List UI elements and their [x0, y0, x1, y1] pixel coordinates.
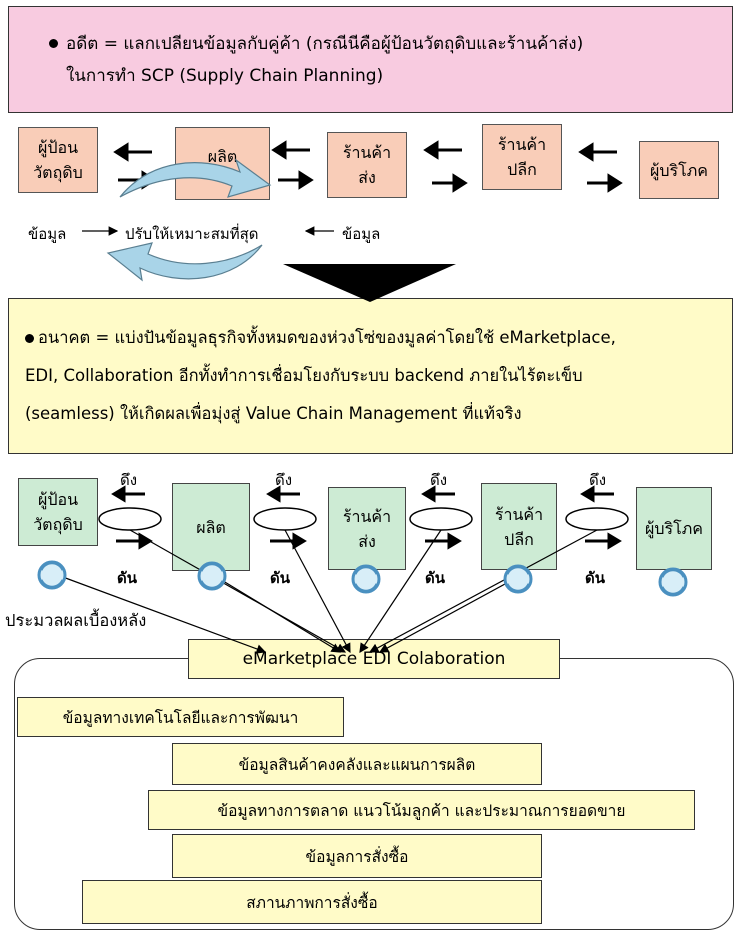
refresh-icon	[351, 564, 381, 594]
cycle-arrow-icon	[119, 158, 272, 198]
arrow-left-icon	[578, 142, 617, 162]
refresh-icon	[197, 561, 227, 591]
pull-label: ดึง	[430, 471, 448, 489]
future-banner-line3: (seamless) ให้เกิดผลเพื่อมุ่งสู่ Value C…	[25, 404, 522, 423]
platform-connectors	[51, 529, 598, 654]
past-node-wholesale: ร้านค้าส่ง	[327, 132, 407, 198]
big-down-arrow-icon	[283, 264, 456, 302]
pull-label: ดึง	[589, 471, 607, 489]
push-label: ดัน	[270, 569, 290, 587]
refresh-icon	[37, 560, 67, 590]
future-node-production: ผลิต	[172, 483, 250, 571]
arrow-right-icon	[585, 532, 622, 550]
past-node-supplier: ผู้ป้อนวัตถุดิบ	[18, 127, 98, 193]
arrow-left-icon	[580, 485, 614, 503]
node-label: ปลีก	[507, 160, 537, 179]
arrow-left-icon	[111, 485, 145, 503]
arrow-right-icon	[116, 532, 153, 550]
push-label: ดัน	[425, 569, 445, 587]
future-banner: อนาคต = แบ่งปันข้อมูลธุรกิจทั้งหมดของห่ว…	[8, 298, 733, 454]
exchange-hub	[98, 507, 162, 531]
future-banner-line1: อนาคต = แบ่งปันข้อมูลธุรกิจทั้งหมดของห่ว…	[25, 319, 722, 357]
past-data-label-left: ข้อมูล	[28, 225, 67, 243]
backend-processing-label: ประมวลผลเบื้องหลัง	[5, 611, 147, 630]
refresh-icon	[503, 564, 533, 594]
arrow-right-icon	[270, 532, 307, 550]
arrow-right-icon	[432, 173, 468, 193]
arrow-right-icon	[278, 170, 314, 190]
bullet-icon	[25, 334, 34, 343]
past-data-label-right: ข้อมูล	[342, 225, 381, 243]
node-label: ร้านค้า	[497, 135, 547, 154]
pull-label: ดึง	[120, 471, 138, 489]
node-label: ร้านค้า	[342, 143, 392, 162]
layer-marketing: ข้อมูลทางการตลาด แนวโน้มลูกค้า และประมาณ…	[148, 790, 695, 830]
arrow-left-icon	[113, 142, 152, 162]
past-node-retail: ร้านค้าปลีก	[482, 124, 562, 190]
backend-cycle-icons	[37, 560, 688, 597]
arrow-right-icon	[587, 173, 623, 193]
node-label: ผลิต	[196, 517, 226, 537]
arrow-left-icon	[423, 140, 462, 160]
layer-technology: ข้อมูลทางเทคโนโลยีและการพัฒนา	[17, 697, 344, 737]
past-flow-arrows	[113, 140, 623, 193]
node-label: ผู้บริโภค	[645, 519, 703, 538]
past-optimize-label: ปรับให้เหมาะสมที่สุด	[125, 225, 259, 243]
future-node-consumer: ผู้บริโภค	[636, 487, 712, 570]
node-label: วัตถุดิบ	[33, 515, 83, 534]
node-label: ผู้ป้อน	[37, 490, 79, 509]
arrow-right-icon	[425, 532, 462, 550]
bullet-icon	[49, 39, 58, 48]
arrow-left-icon	[421, 485, 455, 503]
future-node-retail: ร้านค้าปลีก	[481, 483, 557, 570]
layer-order-status: สภานภาพการสั่งซื้อ	[82, 880, 542, 924]
past-banner: อดีต = แลกเปลียนข้อมูลกับคู่ค้า (กรณีนีค…	[8, 6, 733, 113]
exchange-hub	[409, 507, 473, 531]
node-label: ผู้ป้อน	[37, 138, 79, 157]
past-node-consumer: ผู้บริโภค	[639, 141, 719, 199]
node-label: ร้านค้า	[494, 504, 544, 524]
pull-label: ดึง	[275, 471, 293, 489]
node-label: ผู้บริโภค	[650, 160, 708, 180]
cycle-arrow-icon	[106, 242, 263, 282]
arrow-left-icon	[266, 485, 300, 503]
arrow-left-icon	[271, 140, 310, 160]
node-label: ผลิต	[207, 147, 238, 166]
layer-orders: ข้อมูลการสั่งซื้อ	[172, 834, 542, 878]
push-label: ดัน	[585, 569, 605, 587]
node-label: ปลีก	[504, 529, 534, 549]
push-label: ดัน	[117, 569, 137, 587]
past-banner-line2: ในการทำ SCP (Supply Chain Planning)	[66, 65, 384, 86]
node-label: ส่ง	[358, 531, 376, 551]
exchange-hub	[253, 507, 317, 531]
node-label: วัตถุดิบ	[33, 163, 83, 182]
future-flow-arrows	[111, 485, 622, 550]
node-label: ส่ง	[358, 168, 376, 187]
node-label: ร้านค้า	[342, 506, 392, 526]
refresh-icon	[658, 567, 688, 597]
past-banner-line1: อดีต = แลกเปลียนข้อมูลกับคู่ค้า (กรณีนีค…	[49, 28, 714, 60]
future-banner-line2: EDI, Collaboration อีกทั้งทำการเชื่อมโยง…	[25, 366, 583, 385]
future-node-supplier: ผู้ป้อนวัตถุดิบ	[18, 478, 98, 546]
exchange-hub	[565, 507, 629, 531]
future-node-wholesale: ร้านค้าส่ง	[328, 487, 406, 570]
layer-inventory: ข้อมูลสินค้าคงคลังและแผนการผลิต	[172, 743, 542, 785]
